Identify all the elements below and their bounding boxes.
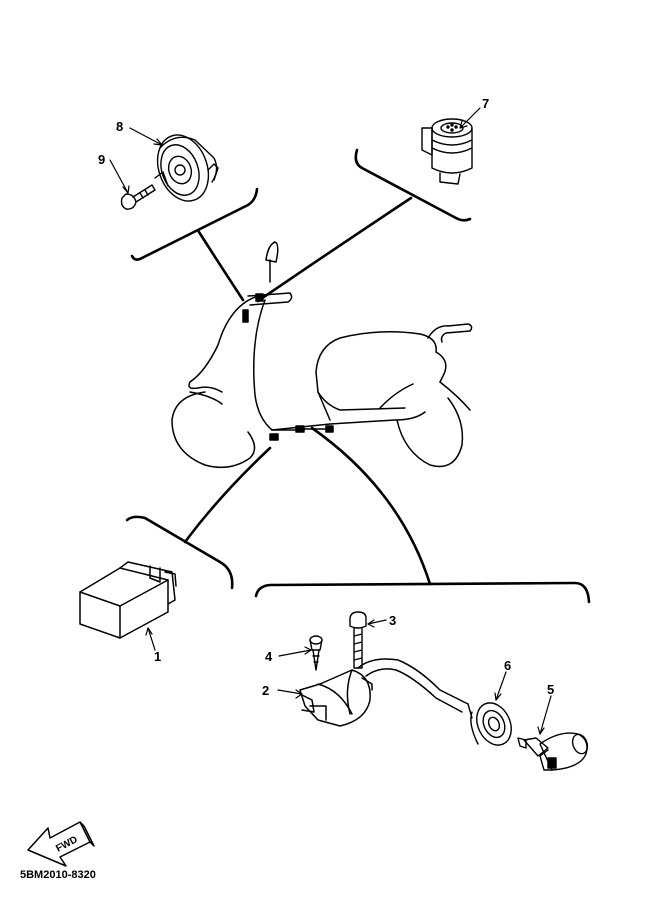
leader-coil [310,426,432,586]
coil-bolt-icon [349,611,367,669]
leader-relay [256,196,413,303]
callout-1: 1 [154,649,162,664]
relay-icon [421,118,473,185]
cdi-unit-icon [79,561,177,639]
fwd-arrow-icon: FWD [27,821,95,867]
scooter-outline [171,241,473,469]
spark-plug-cap-icon [517,732,589,771]
callout-leaders [109,107,552,735]
callout-4: 4 [265,649,273,664]
bracket-cdi-group [125,515,234,590]
group-brackets [125,148,591,604]
callout-6: 6 [504,658,512,673]
callout-9: 9 [98,152,106,167]
callout-5: 5 [547,682,555,697]
leader-cdi [183,446,272,544]
callout-2: 2 [262,683,270,698]
ignition-coil-icon [299,658,469,727]
callout-7: 7 [482,96,490,111]
leader-horn [197,230,245,302]
bolt-icon [120,184,156,210]
callout-3: 3 [389,613,397,628]
bracket-relay-group [354,148,472,222]
screw-icon [309,635,323,671]
plug-cap-seal-icon [467,702,512,746]
drawing-code: 5BM2010-8320 [20,869,96,881]
bracket-coil-group [254,581,591,604]
callout-8: 8 [116,119,124,134]
leader-lines [183,196,432,586]
bracket-horn-group [130,187,259,261]
horn-icon [154,134,219,202]
